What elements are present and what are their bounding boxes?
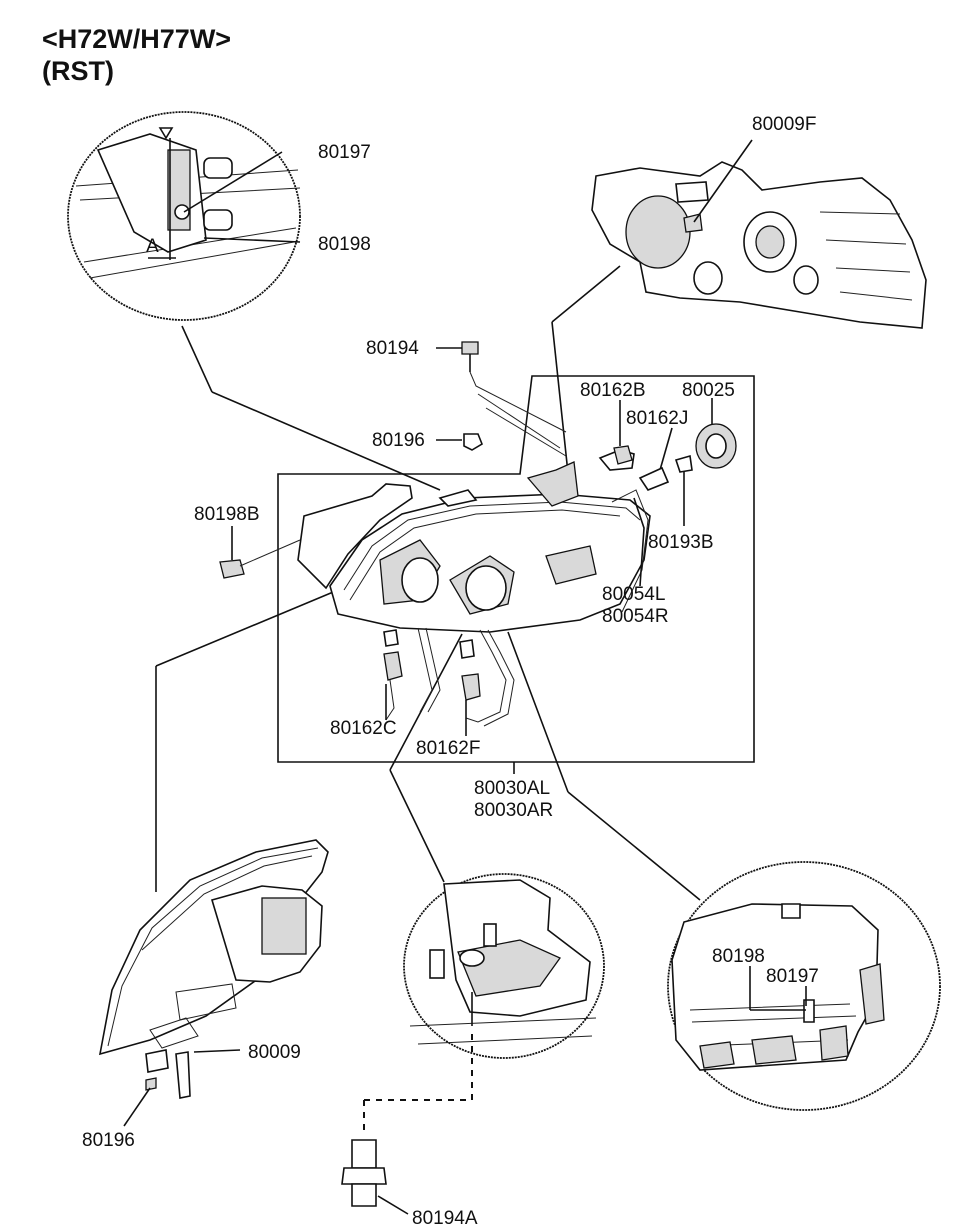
part-label-80197-top: 80197 <box>318 142 371 163</box>
part-label-80054r: 80054R <box>602 606 669 627</box>
part-label-80194a: 80194A <box>412 1208 478 1229</box>
part-label-80198b: 80198B <box>194 504 260 525</box>
part-label-80196-bottom: 80196 <box>82 1130 135 1151</box>
part-label-80025: 80025 <box>682 380 735 401</box>
part-label-80197-right: 80197 <box>766 966 819 987</box>
variant-heading: (RST) <box>42 56 114 86</box>
part-label-80009: 80009 <box>248 1042 301 1063</box>
part-label-80198-top: 80198 <box>318 234 371 255</box>
headlamp-assembly <box>297 461 651 633</box>
part-label-80196-mid: 80196 <box>372 430 425 451</box>
part-label-80030al: 80030AL <box>474 778 550 799</box>
part-label-80198-right: 80198 <box>712 946 765 967</box>
part-label-80162c: 80162C <box>330 718 397 739</box>
part-label-80054l: 80054L <box>602 584 665 605</box>
part-label-80193b: 80193B <box>648 532 714 553</box>
bolt-80198b <box>219 526 301 579</box>
detail-marker-a: A <box>146 236 159 257</box>
part-label-80194: 80194 <box>366 338 419 359</box>
clip-80196-mid <box>436 393 567 457</box>
detail-circle-top-left <box>67 111 301 321</box>
bulb-socket-group <box>598 398 737 587</box>
headlamp-side-view <box>98 839 329 1127</box>
detail-circle-bottom-center <box>363 873 605 1136</box>
part-label-80162f: 80162F <box>416 738 480 759</box>
model-code-heading: <H72W/H77W> <box>42 24 232 54</box>
detail-circle-bottom-right <box>667 861 941 1111</box>
part-label-80162b: 80162B <box>580 380 646 401</box>
part-label-80162j: 80162J <box>626 408 688 429</box>
part-label-80009f: 80009F <box>752 114 816 135</box>
housing-rear-view <box>551 139 927 329</box>
part-label-80030ar: 80030AR <box>474 800 553 821</box>
screw-80194 <box>436 341 567 433</box>
lower-bulb-sockets <box>383 627 515 736</box>
bolt-80194a <box>341 1139 409 1215</box>
